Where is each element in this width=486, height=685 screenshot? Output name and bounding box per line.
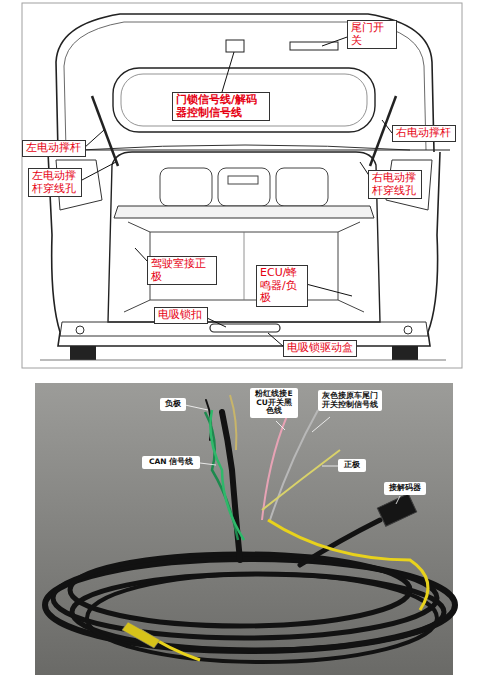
decoder-connector <box>377 494 416 526</box>
cargo-floor <box>150 232 338 300</box>
ground-line <box>40 360 446 361</box>
callout-text: 电吸锁扣 <box>158 309 204 322</box>
reflector <box>76 326 84 334</box>
callout-box: 正极 <box>338 459 366 472</box>
drawing-frame <box>22 3 462 368</box>
callout-box: 门锁信号线/解码器控制信号线 <box>172 92 270 121</box>
leader-line <box>207 318 226 327</box>
bumper <box>60 322 428 336</box>
callout-box: 电吸锁驱动盒 <box>283 340 357 357</box>
callout-box: CAN 信号线 <box>142 456 200 469</box>
callout-text: ECU/蜂鸣器/负极 <box>260 267 304 305</box>
yellow-wire <box>268 520 428 610</box>
callout-text: 接解码器 <box>387 484 423 493</box>
leader-line <box>382 120 392 133</box>
seat-back <box>218 168 270 206</box>
positive-wire <box>262 450 340 510</box>
seat-back <box>276 168 328 206</box>
callout-text: 正极 <box>341 461 363 470</box>
callout-text: CAN 信号线 <box>145 458 197 467</box>
roof-line <box>40 150 450 151</box>
cable-coil <box>87 574 437 662</box>
leader-line <box>200 463 216 465</box>
body-outline <box>48 152 440 346</box>
left-strut <box>92 96 118 166</box>
callout-text: 左电动撑杆 <box>26 142 82 155</box>
terminal-clip <box>122 622 160 648</box>
tailgate-outline <box>56 14 434 152</box>
callout-box: 电吸锁扣 <box>154 307 208 324</box>
tyre <box>392 346 418 360</box>
cargo-opening <box>108 152 380 322</box>
tyre <box>70 346 96 360</box>
cargo-wall <box>338 222 364 312</box>
callout-box: 负极 <box>160 398 186 411</box>
seat-split <box>244 232 245 300</box>
callout-text: 尾门开关 <box>351 22 393 47</box>
negative-wire <box>230 395 236 450</box>
tailgate-handle <box>226 40 244 52</box>
leader-line <box>268 333 284 347</box>
callout-text: 门锁信号线/解码器控制信号线 <box>176 94 266 119</box>
callout-box: ECU/蜂鸣器/负极 <box>256 265 308 307</box>
callout-box: 驾驶室接正极 <box>147 256 217 285</box>
callout-text: 驾驶室接正极 <box>151 258 213 283</box>
callout-text: 灰色接原车尾门开关控制信号线 <box>321 392 379 409</box>
tailgate-window <box>113 68 375 132</box>
callout-box: 接解码器 <box>384 482 426 495</box>
callout-box: 右电动撑杆 <box>392 125 456 142</box>
leader-line <box>306 284 352 296</box>
tailgate-window-inner <box>121 74 367 126</box>
callout-box: 左电动撑杆穿线孔 <box>28 168 82 197</box>
parcel-shelf <box>114 206 374 218</box>
callout-text: 负极 <box>163 400 183 409</box>
reflector <box>404 326 412 334</box>
leader-line <box>82 162 116 180</box>
callout-text: 粉红线接ECU开关黑色线 <box>253 390 295 416</box>
callout-box: 左电动撑杆 <box>22 140 86 157</box>
can-wire-green <box>210 410 244 540</box>
leader-line <box>276 421 285 430</box>
leader-line <box>312 417 330 432</box>
callout-text: 左电动撑杆穿线孔 <box>32 170 78 195</box>
leader-line <box>396 496 400 504</box>
leader-line <box>222 52 234 92</box>
lock-catch <box>210 324 280 332</box>
leader-line <box>84 130 104 148</box>
gray-wire <box>270 410 318 520</box>
callout-box: 灰色接原车尾门开关控制信号线 <box>318 390 382 411</box>
leader-line <box>322 36 350 46</box>
callout-box: 尾门开关 <box>347 20 397 49</box>
rear-mirror <box>228 176 258 184</box>
photo-background <box>35 383 453 675</box>
callout-box: 粉红线接ECU开关黑色线 <box>250 388 298 418</box>
callout-text: 右电动撑杆穿线孔 <box>372 172 418 197</box>
cable-coil <box>72 574 444 650</box>
callout-box: 右电动撑杆穿线孔 <box>368 170 422 199</box>
callout-text: 电吸锁驱动盒 <box>287 342 353 355</box>
callout-text: 右电动撑杆 <box>396 127 452 140</box>
leader-line <box>185 405 208 410</box>
seat-back <box>160 168 212 206</box>
tailgate-bottom-edge <box>80 145 410 150</box>
